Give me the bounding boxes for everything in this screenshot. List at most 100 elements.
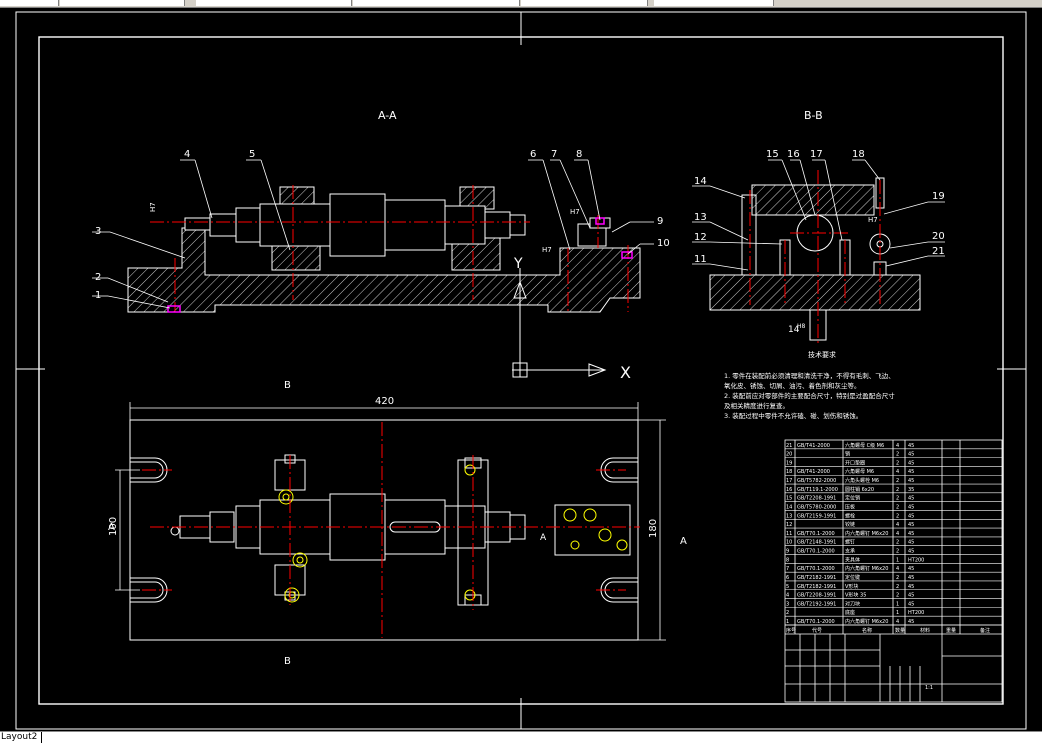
section-bb-centerlines xyxy=(749,170,881,345)
section-mark-a-mid: A xyxy=(540,533,547,543)
parts-row-cell: 2 xyxy=(896,487,899,493)
parts-row-cell: GB/T2192-1991 xyxy=(797,601,836,607)
parts-row-cell: 六角螺母 C级 M6 xyxy=(845,442,884,449)
parts-row-cell: HT200 xyxy=(908,557,924,563)
parts-row-cell: 对刀块 xyxy=(845,600,860,607)
parts-row-cell: 夹具体 xyxy=(845,556,860,563)
technical-notes: 1. 零件在装配前必须清理和清洗干净，不得有毛刺、飞边、 氧化皮、锈蚀、切屑、油… xyxy=(724,371,895,420)
parts-row-cell: 10 xyxy=(786,540,792,546)
dim-100: 100 xyxy=(108,517,119,536)
parts-row-cell: 3 xyxy=(786,601,789,607)
section-mark-b-top: B xyxy=(284,380,291,391)
toolbar-field[interactable] xyxy=(0,0,59,6)
balloon-1: 1 xyxy=(95,290,101,301)
parts-row-cell: HT200 xyxy=(908,610,924,616)
section-aa-fasteners xyxy=(167,217,633,313)
balloon-16: 16 xyxy=(787,149,800,160)
parts-row-cell: 销 xyxy=(845,451,850,458)
header-cell: 数量 xyxy=(895,627,905,634)
header-cell: 序号 xyxy=(786,627,796,634)
parts-row-cell: 螺栓 xyxy=(845,512,855,519)
ucs-icon xyxy=(512,268,607,378)
parts-row-cell: 11 xyxy=(786,531,792,537)
parts-row-cell: 18 xyxy=(786,469,792,475)
dim-420: 420 xyxy=(375,396,394,407)
parts-row-cell: 六角头螺栓 M6 xyxy=(845,477,879,484)
parts-row-cell: 4 xyxy=(896,619,899,625)
balloon-8: 8 xyxy=(576,149,582,160)
section-mark-a-left: A xyxy=(108,522,115,533)
dimension-lines xyxy=(115,402,666,641)
parts-row-cell: 1 xyxy=(786,619,789,625)
centering-marks xyxy=(16,12,1026,729)
parts-row-cell: 六角螺母 M6 xyxy=(845,468,874,475)
view-title-aa: A-A xyxy=(378,109,397,122)
parts-row-cell: 2 xyxy=(786,610,789,616)
fit-label-mid: H7 xyxy=(570,208,580,216)
parts-row-cell: 19 xyxy=(786,460,792,466)
parts-row-cell: 2 xyxy=(896,504,899,510)
toolbar-field[interactable] xyxy=(521,0,648,6)
layout-tab[interactable]: Layout2 xyxy=(0,732,43,743)
parts-row-cell: 45 xyxy=(908,469,914,475)
dim-180: 180 xyxy=(648,519,659,538)
leader-lines-aa xyxy=(92,159,654,309)
drawing-canvas[interactable]: A-A 4 5 3 2 1 6 7 8 9 10 H7 H7 H7 Y X B-… xyxy=(0,8,1042,730)
top-view xyxy=(129,419,639,641)
toolbar-field[interactable] xyxy=(196,0,352,6)
parts-row-cell: GB/T70.1-2000 xyxy=(797,549,835,555)
parts-row-cell: 内六角螺钉 M6x20 xyxy=(845,530,888,537)
parts-row-cell: V形块 xyxy=(845,583,858,590)
parts-row-cell: 1 xyxy=(896,557,899,563)
balloon-10: 10 xyxy=(657,238,670,249)
parts-row-cell: 4 xyxy=(896,469,899,475)
parts-row-cell: 45 xyxy=(908,575,914,581)
parts-row-cell: 4 xyxy=(896,443,899,449)
parts-row-cell: GB/T70.1-2000 xyxy=(797,531,835,537)
balloon-2: 2 xyxy=(95,272,101,283)
parts-row-cell: 21 xyxy=(786,443,792,449)
parts-row-cell: 45 xyxy=(908,619,914,625)
fixture-base-top xyxy=(129,419,639,641)
balloon-7: 7 xyxy=(551,149,557,160)
toolbar-field[interactable] xyxy=(60,0,185,6)
header-cell: 备注 xyxy=(980,627,990,634)
parts-row-cell: 2 xyxy=(896,549,899,555)
balloon-17: 17 xyxy=(810,149,823,160)
parts-row-cell: V形块 35 xyxy=(845,592,866,599)
toolbar-field[interactable] xyxy=(353,0,520,6)
parts-row-cell: 45 xyxy=(908,593,914,599)
parts-row-cell: 2 xyxy=(896,513,899,519)
toolbar-field[interactable] xyxy=(654,0,774,6)
parts-row-cell: 45 xyxy=(908,566,914,572)
parts-row-cell: 内六角螺钉 M6x20 xyxy=(845,565,888,572)
parts-row-cell: GB/T70.1-2000 xyxy=(797,566,835,572)
parts-row-cell: 5 xyxy=(786,584,789,590)
note-line: 及相关精度进行复查。 xyxy=(724,401,789,410)
parts-row-cell: 45 xyxy=(908,504,914,510)
parts-row-cell: GB/T5780-2000 xyxy=(797,504,836,510)
balloon-21: 21 xyxy=(932,246,945,257)
parts-row-cell: 45 xyxy=(908,452,914,458)
parts-row-cell: 1 xyxy=(896,601,899,607)
parts-row-cell: 底座 xyxy=(845,609,855,616)
parts-row-cell: 45 xyxy=(908,601,914,607)
parts-row-cell: 45 xyxy=(908,522,914,528)
header-cell: 重量 xyxy=(946,627,956,634)
parts-row-cell: 2 xyxy=(896,452,899,458)
balloon-18: 18 xyxy=(852,149,865,160)
fit-label-bb-2: H7 xyxy=(868,216,878,224)
parts-row-cell: GB/T41-2000 xyxy=(797,469,830,475)
parts-row-cell: 2 xyxy=(896,593,899,599)
note-line: 氧化皮、锈蚀、切屑、油污、着色剂和灰尘等。 xyxy=(724,381,861,390)
parts-row-cell: 定位键 xyxy=(845,574,860,581)
parts-row-cell: 支承 xyxy=(845,548,855,555)
view-title-bb: B-B xyxy=(804,109,823,122)
parts-row-cell: 45 xyxy=(908,478,914,484)
parts-row-cell: 铰链 xyxy=(845,521,855,528)
fit-label-mid2: H7 xyxy=(542,246,552,254)
balloon-12: 12 xyxy=(694,232,707,243)
section-bb-view xyxy=(709,177,921,341)
parts-row-cell: 6 xyxy=(786,575,789,581)
scale-box: 1:1 xyxy=(925,685,933,691)
